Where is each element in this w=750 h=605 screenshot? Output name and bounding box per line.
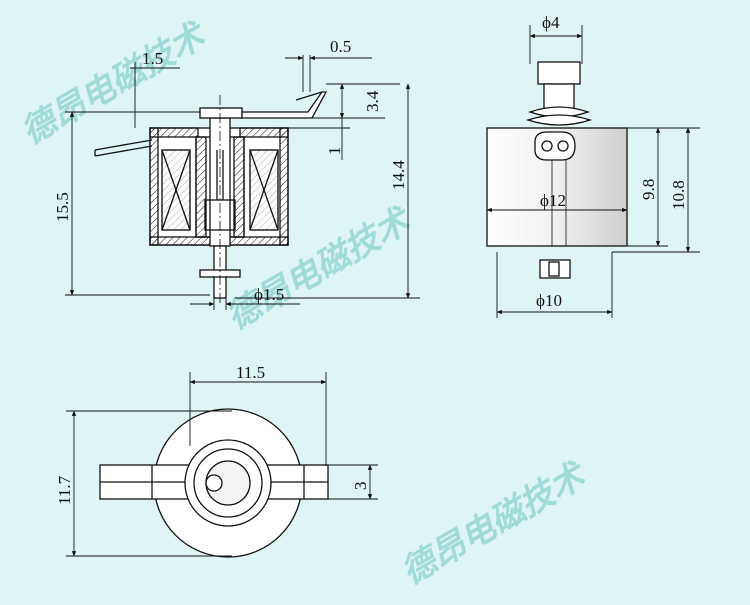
dim-lead-spacing: 3 (351, 482, 370, 491)
top-cap (199, 107, 243, 119)
dim-overall-height: 15.5 (53, 192, 72, 222)
dim-bottom-height: 11.7 (55, 475, 74, 505)
terminal-lugs (534, 131, 576, 161)
bottom-view-dimensions: 11.5 11.7 3 (55, 363, 378, 557)
center-hole (205, 474, 223, 492)
bottom-view (99, 408, 329, 558)
dim-tab-height: 3.4 (363, 90, 382, 112)
plunger-top (537, 61, 581, 85)
lead-wire (94, 139, 153, 151)
dim-front-overall-height: 10.8 (669, 180, 688, 210)
dim-bottom-width: 11.5 (236, 363, 265, 382)
mounting-tab (241, 91, 328, 119)
front-view-dimensions: ϕ4 ϕ12 ϕ10 9.8 10.8 (486, 13, 700, 318)
front-view (486, 61, 628, 279)
watermark-text: 德昂电磁技术 (395, 454, 595, 593)
dim-tab-thickness: 0.5 (330, 37, 351, 56)
side-section-view (94, 91, 328, 305)
dim-body-dia: ϕ12 (540, 191, 566, 210)
dim-tab-offset: 1.5 (142, 49, 163, 68)
dim-front-body-height: 9.8 (639, 179, 658, 200)
dim-plunger-dia: ϕ1.5 (254, 285, 284, 304)
dim-tab-drop: 1 (325, 147, 344, 156)
dim-bottom-dia: ϕ10 (536, 291, 562, 310)
body-wall-right (279, 127, 289, 246)
dim-body-height: 14.4 (389, 160, 408, 190)
top-plate-left (149, 127, 199, 138)
dim-top-dia: ϕ4 (542, 13, 560, 32)
top-plate-right (239, 127, 289, 138)
watermark-group: 德昂电磁技术 德昂电磁技术 德昂电磁技术 (15, 14, 595, 593)
side-view-dimensions: 1.5 0.5 3.4 1 14.4 15.5 ϕ1.5 (53, 37, 420, 310)
